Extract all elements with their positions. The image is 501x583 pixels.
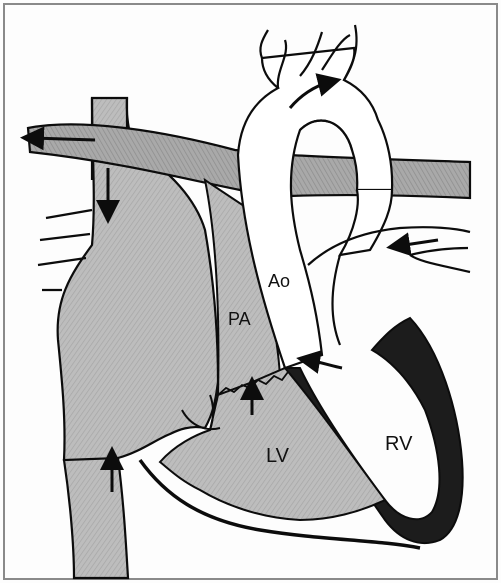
- label-left-ventricle: LV: [266, 445, 290, 467]
- arrow-incoming-right: [398, 240, 438, 246]
- label-aorta: Ao: [268, 271, 290, 291]
- arrow-into-aorta: [308, 360, 342, 368]
- inferior-vein: [64, 458, 128, 578]
- right-incoming-vessel: [308, 227, 470, 345]
- descending-aorta: [340, 190, 392, 255]
- arrow-left-branch: [32, 138, 95, 140]
- label-pulmonary-artery: PA: [228, 309, 251, 329]
- label-right-ventricle: RV: [385, 433, 413, 455]
